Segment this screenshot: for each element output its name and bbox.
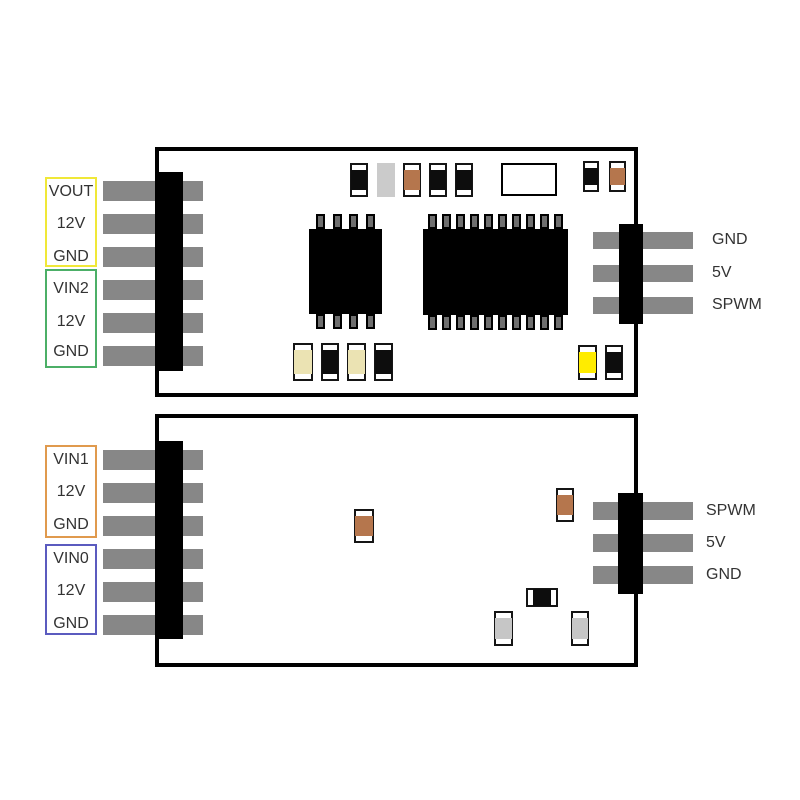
pin-label-gnd: GND [53, 248, 89, 265]
ic-chip-8pin [309, 229, 382, 314]
bottom-module-board [155, 414, 638, 667]
ic20-top-pins [423, 214, 568, 229]
top-left-pin-3 [103, 247, 203, 267]
ic-pin [316, 314, 326, 329]
ic-pin [442, 214, 451, 229]
ic-pin [442, 315, 451, 330]
top-output-pin-group: VOUT 12V GND [45, 177, 97, 267]
top-left-pin-5 [103, 313, 203, 333]
ic-pin [316, 214, 326, 229]
bottom-vin0-pin-group: VIN0 12V GND [45, 544, 97, 635]
smd-capacitor [374, 343, 393, 381]
top-right-pin-3 [593, 297, 693, 314]
bottom-vin1-pin-group: VIN1 12V GND [45, 445, 97, 538]
ic-pin [498, 315, 507, 330]
top-right-pin-2 [593, 265, 693, 282]
bottom-right-pin-3 [593, 566, 693, 584]
pin-label-gnd: GND [53, 615, 89, 632]
bottom-right-pin-1 [593, 502, 693, 520]
top-left-pin-1 [103, 181, 203, 201]
pin-label-gnd: GND [712, 231, 748, 248]
smd-capacitor-beige [347, 343, 366, 381]
ic-pin [512, 214, 521, 229]
smd-capacitor [350, 163, 368, 197]
pin-label-12v: 12V [56, 483, 86, 500]
bottom-left-connector [155, 441, 183, 639]
pin-label-vin0: VIN0 [53, 550, 89, 567]
ic-pin [540, 315, 549, 330]
ic-pin [456, 315, 465, 330]
pin-label-5v: 5V [712, 264, 732, 281]
smd-capacitor [429, 163, 447, 197]
ic-pin [498, 214, 507, 229]
ic-pin [526, 214, 535, 229]
pin-label-vout: VOUT [48, 183, 94, 200]
top-left-pin-2 [103, 214, 203, 234]
ic8-bottom-pins [309, 314, 382, 329]
pin-label-spwm: SPWM [706, 502, 756, 519]
pin-label-12v: 12V [56, 313, 86, 330]
pin-label-gnd: GND [53, 516, 89, 533]
smd-capacitor [583, 161, 599, 192]
bottom-left-pin-2 [103, 483, 203, 503]
bottom-left-pin-4 [103, 549, 203, 569]
ic8-top-pins [309, 214, 382, 229]
bottom-left-pin-3 [103, 516, 203, 536]
smd-capacitor-brown [403, 163, 421, 197]
pin-label-vin1: VIN1 [53, 451, 89, 468]
ic-pin [428, 214, 437, 229]
bottom-left-pin-5 [103, 582, 203, 602]
smd-capacitor [605, 345, 623, 380]
ic-pin [526, 315, 535, 330]
pin-label-vin2: VIN2 [53, 280, 89, 297]
smd-capacitor-brown [354, 509, 374, 543]
ic-pin [365, 314, 375, 329]
top-right-connector [619, 224, 643, 324]
top-vin2-pin-group: VIN2 12V GND [45, 269, 97, 368]
ic-pin [470, 214, 479, 229]
bottom-left-pin-6 [103, 615, 203, 635]
ic-pin [332, 214, 342, 229]
top-left-connector [155, 172, 183, 371]
top-right-pin-1 [593, 232, 693, 249]
pin-label-gnd: GND [706, 566, 742, 583]
smd-led-yellow [578, 345, 597, 380]
bottom-right-pin-2 [593, 534, 693, 552]
pin-label-12v: 12V [56, 215, 86, 232]
pin-label-spwm: SPWM [712, 296, 762, 313]
ic-pin [332, 314, 342, 329]
bottom-right-connector [618, 493, 643, 594]
bottom-left-pin-1 [103, 450, 203, 470]
ic-pin [349, 214, 359, 229]
ic-pin [428, 315, 437, 330]
smd-capacitor-gray [494, 611, 513, 646]
ic-pin [554, 214, 563, 229]
pin-label-5v: 5V [706, 534, 726, 551]
smd-capacitor-brown [609, 161, 626, 192]
smd-capacitor [321, 343, 339, 381]
silkscreen-box [501, 163, 557, 196]
ic-pin [540, 214, 549, 229]
top-left-pin-4 [103, 280, 203, 300]
pin-label-12v: 12V [56, 582, 86, 599]
ic-pin [484, 214, 493, 229]
smd-capacitor-beige [293, 343, 313, 381]
ic-pin [470, 315, 479, 330]
ic-chip-20pin [423, 229, 568, 315]
smd-diode-horizontal [526, 588, 558, 607]
smd-capacitor [455, 163, 473, 197]
ic-pin [554, 315, 563, 330]
ic-pin [349, 314, 359, 329]
ic-pin [456, 214, 465, 229]
ic-pin [512, 315, 521, 330]
smd-capacitor-brown [556, 488, 574, 522]
smd-capacitor-gray [571, 611, 589, 646]
top-left-pin-6 [103, 346, 203, 366]
ic20-bottom-pins [423, 315, 568, 330]
ic-pin [484, 315, 493, 330]
ic-pin [365, 214, 375, 229]
pin-label-gnd: GND [53, 343, 89, 360]
smd-resistor-gray [377, 163, 395, 197]
